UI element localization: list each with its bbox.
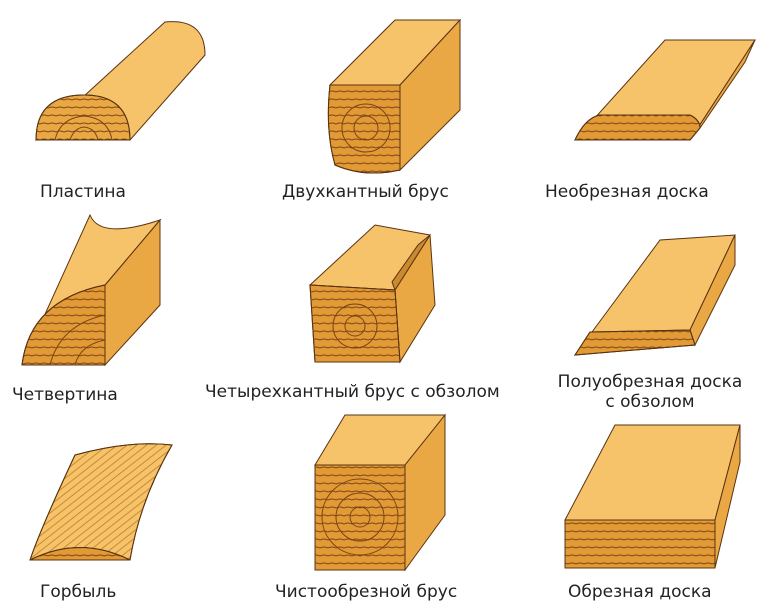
obreznaya-doska-illustration [565,425,740,568]
label-poluobreznaya-line2: с обзолом [555,392,745,412]
label-neobreznaya-doska: Необрезная доска [545,182,709,202]
label-gorbyl: Горбыль [40,582,116,602]
label-obreznaya-doska: Обрезная доска [568,582,712,602]
neobreznaya-doska-illustration [575,40,755,140]
dvukhkantny-brus-illustration [328,20,460,173]
label-plastina: Пластина [40,182,126,202]
label-chetyrekhkantny-brus: Четырехкантный брус с обзолом [205,382,500,402]
label-chistoobreznoy-brus: Чистообрезной брус [275,582,457,602]
chetvertina-illustration [22,215,160,365]
chetyrekhkantny-brus-s-obzolom-illustration [310,225,435,362]
gorbyl-illustration [30,444,172,560]
chistoobreznoy-brus-illustration [315,415,445,570]
label-poluobreznaya-line1: Полуобрезная доска [555,372,745,392]
plastina-illustration [36,22,205,140]
label-chetvertina: Четвертина [12,385,118,405]
label-dvukhkantny-brus: Двухкантный брус [282,182,449,202]
poluobreznaya-doska-illustration [575,235,735,355]
label-poluobreznaya-doska: Полуобрезная доска с обзолом [555,372,745,412]
